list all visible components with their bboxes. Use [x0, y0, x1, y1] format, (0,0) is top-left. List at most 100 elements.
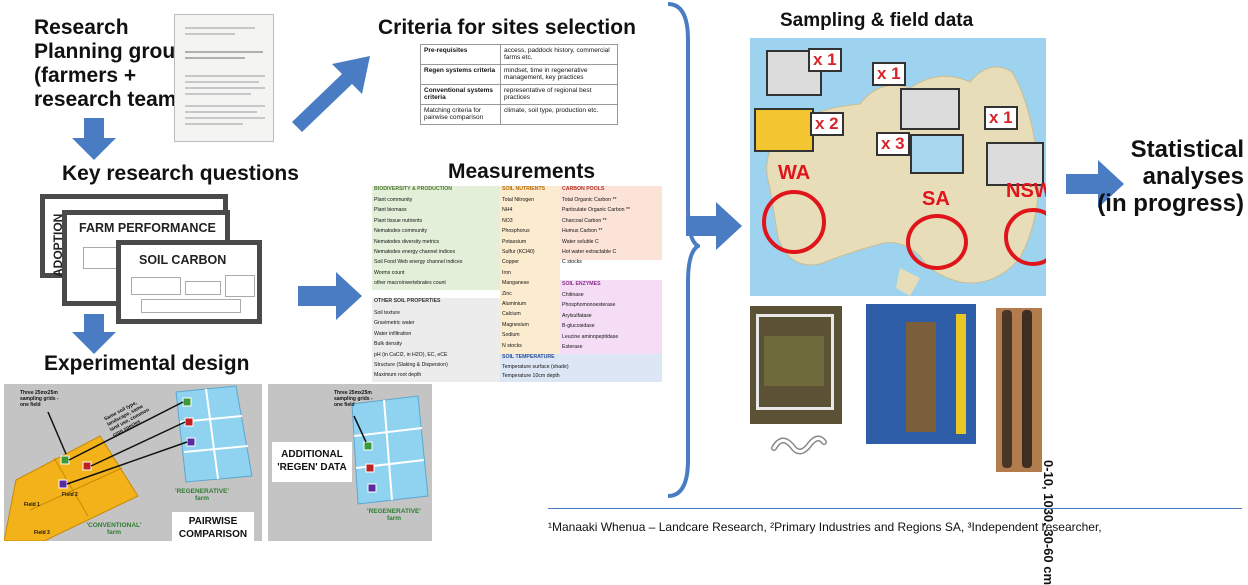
- list-item: Leucine aminopeptidase: [562, 333, 619, 340]
- site-inset: [766, 50, 822, 96]
- list-item: Worms count: [374, 269, 405, 276]
- criteria-label: Conventional systems criteria: [420, 83, 501, 105]
- list-item: Soil texture: [374, 310, 400, 316]
- list-item: Water infiltration: [374, 330, 412, 337]
- australia-map: x 1 x 2 x 1 x 3 x 1 WA SA NSW: [750, 38, 1046, 296]
- site-count-badge: x 1: [984, 106, 1018, 130]
- list-item: Temperature surface (shade): [502, 364, 569, 370]
- list-item: Manganese: [502, 280, 530, 287]
- list-item: Total Nitrogen: [502, 197, 535, 203]
- quadrat-photo: [750, 306, 842, 424]
- site-count-badge: x 1: [872, 62, 906, 86]
- card-soil-carbon-label: SOIL CARBON: [139, 253, 227, 267]
- curly-brace-icon: [667, 2, 700, 498]
- document-thumbnail: [174, 14, 274, 142]
- pairwise-comparison-label: PAIRWISE COMPARISON: [172, 512, 254, 541]
- site-inset: [986, 142, 1044, 186]
- other-list: Soil texture Gravimetric water Water inf…: [374, 308, 448, 381]
- site-count-badge: x 2: [810, 112, 844, 136]
- list-item: N stocks: [502, 342, 522, 349]
- state-label-sa: SA: [922, 188, 950, 210]
- list-item: Humus Carbon **: [562, 228, 603, 235]
- right-arrow-icon: [298, 272, 362, 320]
- criteria-value: mindset, time in regenerative management…: [500, 63, 618, 85]
- experimental-design-title: Experimental design: [44, 352, 250, 375]
- right-arrow-icon: [686, 202, 742, 250]
- list-item: NH4: [502, 207, 513, 214]
- criteria-title: Criteria for sites selection: [378, 16, 636, 39]
- list-item: Soil Food Web energy channel indices: [374, 259, 463, 266]
- list-item: Potassium: [502, 238, 527, 245]
- soil-core-photo: [996, 308, 1042, 472]
- worm-icon: [771, 435, 827, 455]
- research-group-line2: Planning group: [34, 40, 188, 63]
- statistical-line2: analyses: [1142, 163, 1244, 190]
- list-item: Phosphomonoesterase: [562, 302, 616, 309]
- list-item: other macroinvertebrates count: [374, 280, 446, 287]
- wa-region-ring: [762, 190, 826, 254]
- temperature-list: Temperature surface (shade) Temperature …: [502, 363, 569, 381]
- criteria-row: Matching criteria for pairwise compariso…: [420, 103, 618, 125]
- down-arrow-icon: [72, 314, 116, 354]
- measurements-title: Measurements: [448, 160, 596, 183]
- research-group-line1: Research: [34, 16, 129, 39]
- regenerative-farm-label: 'REGENERATIVE' farm: [175, 488, 229, 502]
- list-item: Temperature 10cm depth: [502, 373, 560, 379]
- list-item: Maximum root depth: [374, 372, 422, 379]
- card-farm-performance-label: FARM PERFORMANCE: [79, 221, 216, 235]
- regen-farm-label: 'REGENERATIVE' farm: [367, 508, 421, 522]
- list-item: Gravimetric water: [374, 320, 415, 327]
- diagonal-arrow-icon: [292, 56, 370, 132]
- criteria-row: Regen systems criteria mindset, time in …: [420, 63, 618, 85]
- footer-affiliations: ¹Manaaki Whenua – Landcare Research, ²Pr…: [548, 520, 1102, 534]
- measurements-table: BIODIVERSITY & PRODUCTION Plant communit…: [372, 186, 662, 382]
- state-label-wa: WA: [778, 162, 811, 184]
- list-item: Sodium: [502, 332, 520, 339]
- design-panel-regen: Three 25mx25m sampling grids - one field…: [268, 384, 432, 541]
- field-1-label: Field 1: [24, 502, 40, 508]
- site-inset: [900, 88, 960, 130]
- field-3-label: Field 3: [34, 530, 50, 536]
- list-item: Structure (Slaking & Dispersion): [374, 362, 448, 369]
- right-arrow-icon: [1066, 160, 1124, 208]
- list-item: Zinc: [502, 290, 512, 297]
- regen-note-grids: Three 25mx25m sampling grids - one field: [334, 390, 373, 408]
- list-item: Plant biomass: [374, 207, 407, 214]
- carbon-list: Total Organic Carbon ** Particulate Orga…: [562, 195, 630, 268]
- list-item: Aluminium: [502, 301, 527, 308]
- temperature-header: SOIL TEMPERATURE: [502, 354, 555, 360]
- nutrients-list: Total Nitrogen NH4 NO3 Phosphorus Potass…: [502, 195, 535, 351]
- design-note-grids: Three 25mx25m sampling grids - one field: [20, 390, 59, 408]
- statistical-line1: Statistical: [1130, 136, 1244, 163]
- footer-divider: [548, 508, 1242, 509]
- site-count-badge: x 3: [876, 132, 910, 156]
- enzymes-header: SOIL ENZYMES: [562, 281, 601, 287]
- research-group-line3: (farmers +: [34, 64, 137, 87]
- sa-region-ring: [906, 214, 968, 270]
- criteria-label: Pre-requisites: [420, 44, 501, 65]
- list-item: NO3: [502, 217, 513, 224]
- site-inset: [754, 108, 814, 152]
- statistical-title: Statistical analyses (in progress): [1078, 136, 1244, 217]
- design-panel-conventional: Three 25mx25m sampling grids - one field…: [4, 384, 262, 541]
- list-item: Esterase: [562, 344, 583, 351]
- research-group-title: Research Planning group (farmers + resea…: [34, 16, 188, 112]
- additional-regen-label: ADDITIONAL 'REGEN' DATA: [272, 442, 352, 482]
- sampling-title: Sampling & field data: [780, 10, 974, 31]
- bio-header: BIODIVERSITY & PRODUCTION: [374, 186, 453, 192]
- key-questions-title: Key research questions: [62, 162, 299, 185]
- criteria-label: Regen systems criteria: [420, 63, 501, 85]
- list-item: Hot water extractable C: [562, 249, 617, 256]
- list-item: Magnesium: [502, 321, 529, 328]
- list-item: Nematodes diversity metrics: [374, 238, 440, 245]
- list-item: Particulate Organic Carbon **: [562, 207, 631, 214]
- list-item: Total Organic Carbon **: [562, 197, 617, 203]
- list-item: Plant community: [374, 197, 413, 203]
- list-item: Water soluble C: [562, 238, 599, 245]
- nsw-region-ring: [1004, 208, 1046, 266]
- criteria-value: representative of regional best practice…: [500, 83, 618, 105]
- down-arrow-icon: [72, 118, 116, 160]
- criteria-value: climate, soil type, production etc.: [500, 103, 618, 125]
- criteria-row: Pre-requisites access, paddock history, …: [420, 44, 618, 65]
- bio-list: Plant community Plant biomass Plant tiss…: [374, 195, 462, 289]
